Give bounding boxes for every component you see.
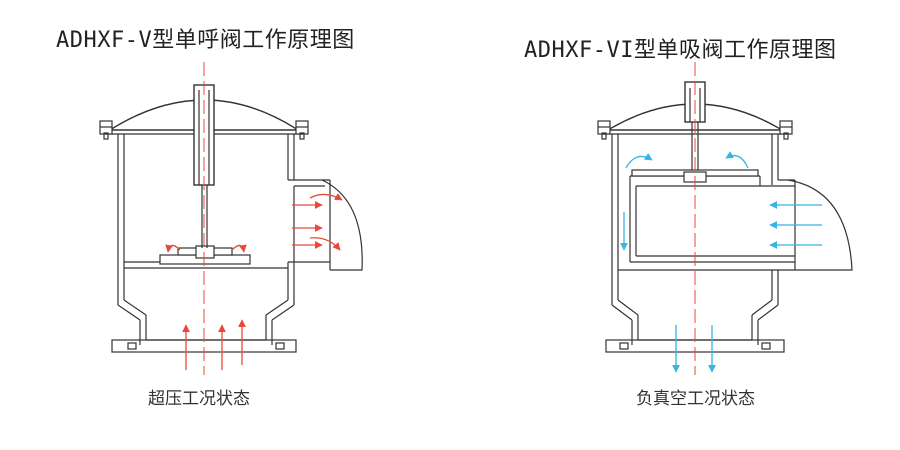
right-diagram-title: ADHXF-VI型单吸阀工作原理图 <box>524 38 837 63</box>
left-valve-bolt-left <box>99 120 113 140</box>
right-valve-inlet-hood <box>787 179 853 271</box>
right-valve-bolt-right <box>779 120 793 140</box>
left-valve-flow-arrows <box>165 193 343 370</box>
left-valve-outlet-hood <box>321 179 363 271</box>
left-diagram-caption: 超压工况状态 <box>148 389 250 409</box>
right-valve-bolt-left <box>597 120 611 140</box>
right-valve-flow-arrows <box>620 151 822 373</box>
left-valve-bolt-right <box>295 120 309 140</box>
vacuum-valve-drawing <box>597 81 853 353</box>
pressure-valve-drawing <box>99 84 363 353</box>
right-diagram-caption: 负真空工况状态 <box>636 389 755 409</box>
left-diagram-title: ADHXF-V型单呼阀工作原理图 <box>56 28 355 53</box>
